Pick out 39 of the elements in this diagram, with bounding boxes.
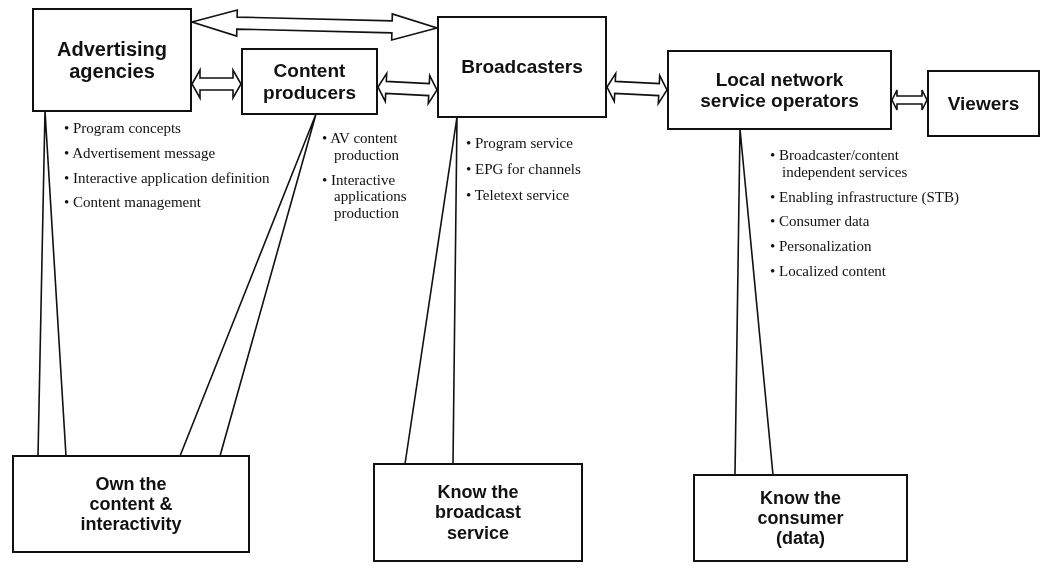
double-arrow — [606, 70, 668, 107]
double-arrow — [377, 70, 438, 107]
bullet-item: • Broadcaster/content independent services — [770, 147, 909, 181]
callout-wedge — [734, 128, 774, 476]
box-label: Local network service operators — [699, 68, 860, 112]
bullet-item: • Localized content — [770, 263, 888, 280]
box-label: Broadcasters — [461, 56, 583, 78]
bullet-item: • Program service — [466, 135, 574, 152]
callout-wedge — [404, 116, 458, 465]
bullet-item: • Advertisement message — [64, 144, 217, 162]
role-box — [927, 70, 1040, 137]
bullet-item: • Interactive applications production — [322, 171, 408, 222]
role-box — [241, 48, 378, 115]
bullet-item: • Program concepts — [64, 120, 182, 137]
bullet-item: • Interactive application definition — [64, 169, 271, 187]
bullet-item: • Teletext service — [466, 186, 571, 204]
box-label: Know the broadcast service — [434, 482, 522, 543]
bullet-item: • AV content production — [322, 130, 400, 164]
bullet-item: • Personalization — [770, 238, 873, 255]
bullet-item: • Enabling infrastructure (STB) — [770, 188, 960, 206]
box-label: Own the content & interactivity — [79, 473, 183, 535]
role-box — [667, 50, 892, 130]
double-arrow — [189, 9, 440, 41]
box-label: Content producers — [262, 60, 357, 103]
bullet-item: • Content management — [64, 194, 202, 212]
role-box — [693, 474, 908, 562]
double-arrow — [191, 67, 242, 101]
bullet-item: • EPG for channels — [466, 160, 582, 178]
box-label: Viewers — [947, 92, 1020, 115]
role-box — [12, 455, 250, 553]
bullet-item: • Consumer data — [770, 213, 871, 231]
role-box — [32, 8, 192, 112]
role-box — [373, 463, 583, 562]
box-label: Know the consumer (data) — [756, 487, 845, 549]
callout-wedge — [179, 113, 317, 457]
box-label: Advertising agencies — [56, 37, 168, 83]
double-arrow — [891, 89, 928, 111]
role-box — [437, 16, 607, 118]
callout-wedge — [37, 110, 67, 457]
